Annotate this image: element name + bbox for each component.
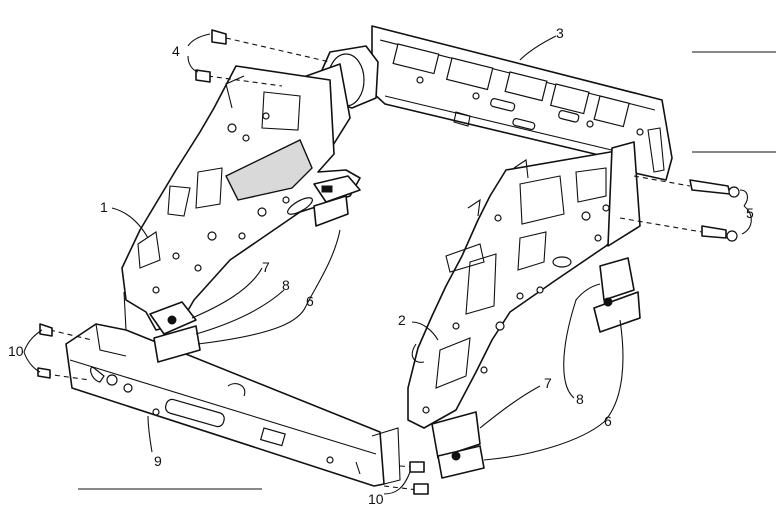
screw-group-5 [619,175,740,242]
callout-10-right: 10 [368,491,384,507]
screw-group-4 [195,29,331,87]
callout-1: 1 [100,199,108,215]
callout-10-left: 10 [8,343,24,359]
callout-6-left: 6 [306,293,314,309]
rear-panel-part-3 [371,25,673,181]
callout-4: 4 [172,43,180,59]
right-slide-block-front [431,411,485,479]
callout-7-left: 7 [262,259,270,275]
right-slide-block-rear [593,257,641,333]
callout-8-right: 8 [576,391,584,407]
callout-7-right: 7 [544,375,552,391]
left-side-frame-part-1 [121,65,361,331]
callout-2: 2 [398,312,406,328]
callout-5: 5 [746,205,754,221]
callout-labels: 1 2 3 4 5 6 6 7 7 8 8 9 10 10 [8,25,754,507]
callout-3: 3 [556,25,564,41]
callout-8-left: 8 [282,277,290,293]
front-rail-part-9 [65,323,401,487]
screw-group-10-left [37,323,93,381]
left-slide-block-front [149,301,201,363]
callout-6-right: 6 [604,413,612,429]
leader-lines [23,33,752,495]
left-slide-block-rear [313,175,361,227]
callout-9: 9 [154,453,162,469]
screw-group-10-right [383,461,429,495]
